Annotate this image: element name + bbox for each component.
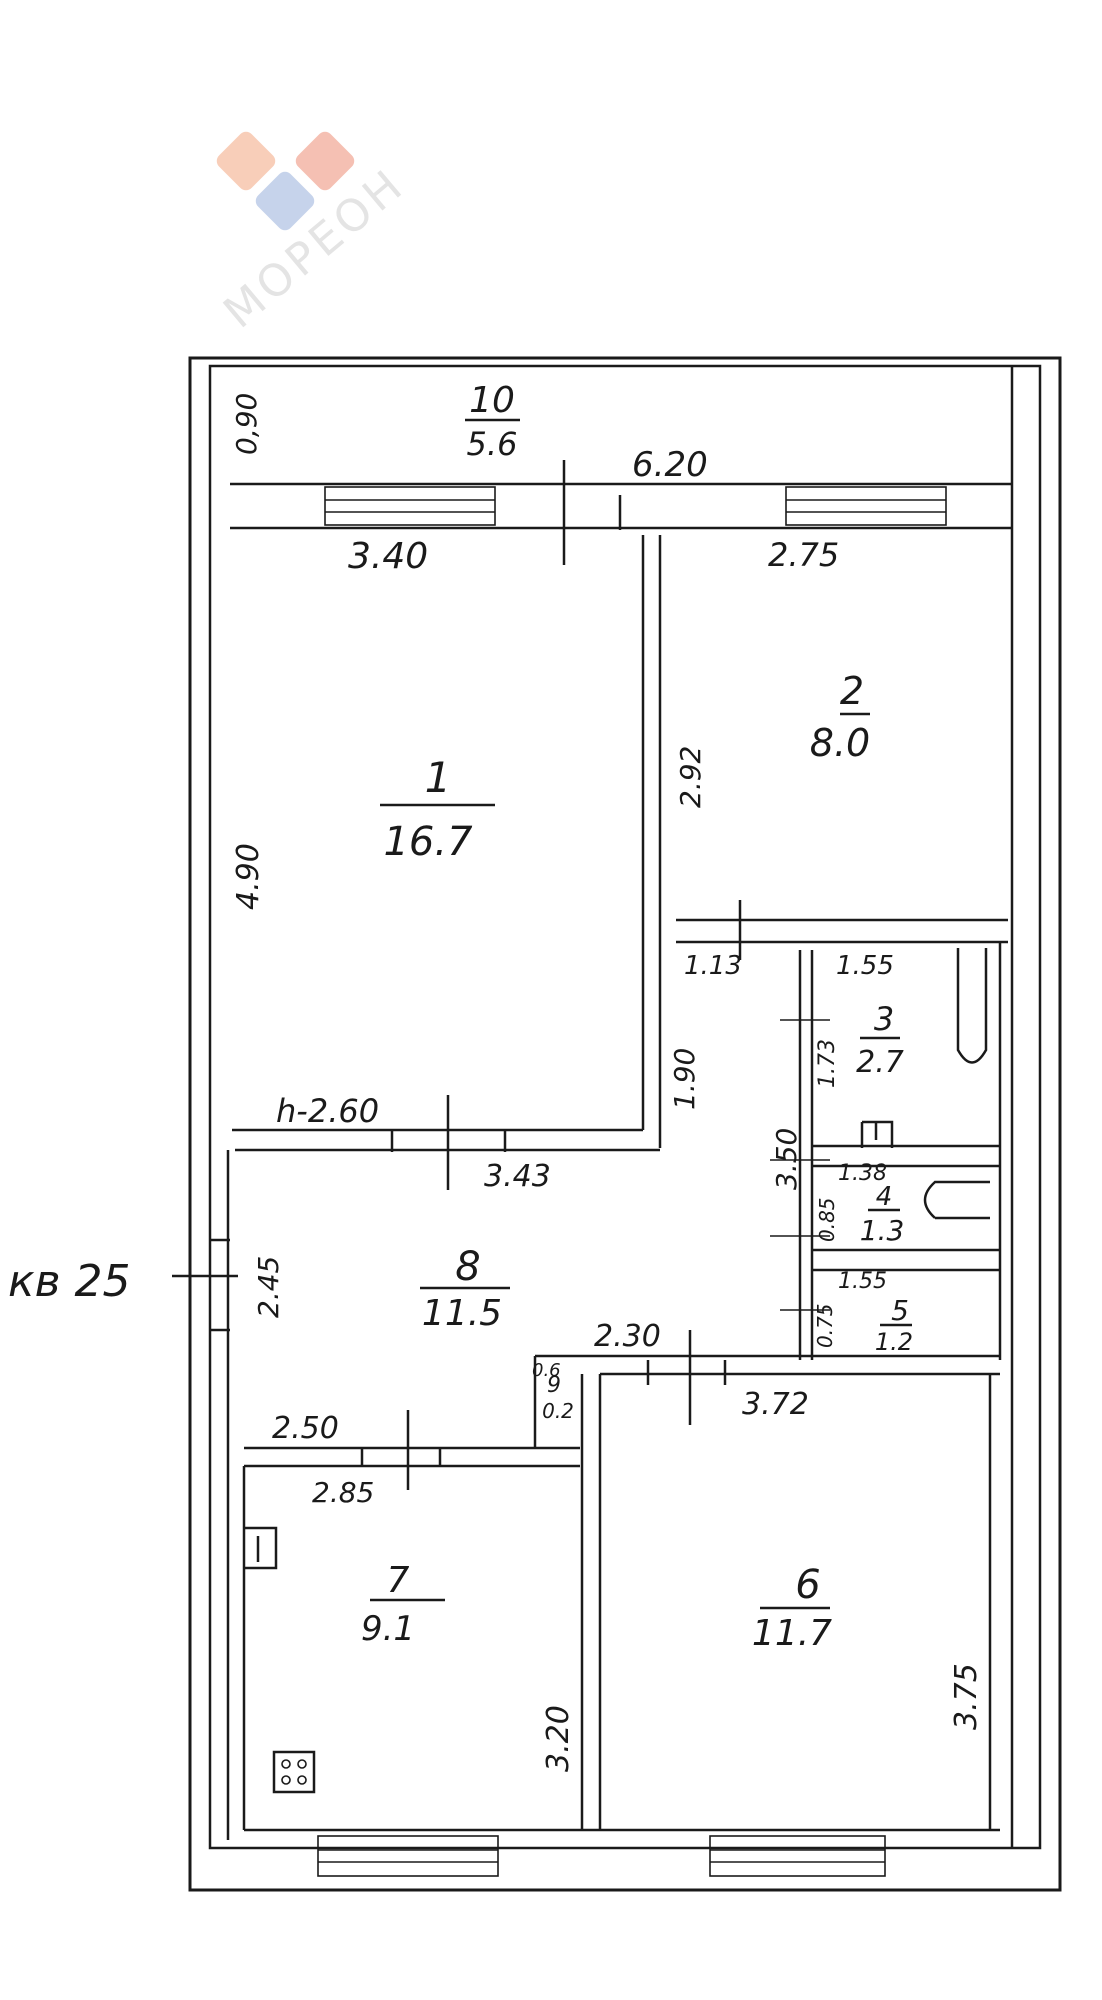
dim-room7-width: 2.85 bbox=[312, 1476, 374, 1509]
room1-walls bbox=[232, 535, 662, 1190]
bathroom-walls bbox=[770, 942, 1002, 1360]
dim-hall-upper-right: 1.55 bbox=[836, 951, 894, 981]
dim-room7-top: 2.50 bbox=[272, 1411, 339, 1446]
room-number: 7 bbox=[387, 1560, 410, 1601]
room-10-label: 10 5.6 bbox=[467, 380, 518, 463]
room-7-label: 7 9.1 bbox=[361, 1560, 415, 1649]
room-area: 8.0 bbox=[810, 721, 870, 765]
watermark-tile-orange bbox=[216, 131, 276, 191]
dim-room5-height: 0.75 bbox=[813, 1303, 837, 1348]
room-number: 6 bbox=[795, 1562, 820, 1608]
room-number: 3 bbox=[874, 1000, 894, 1038]
dim-room9-top: 0.6 bbox=[532, 1360, 561, 1381]
dimension-labels: 0,90 6.20 3.40 2.75 4.90 2.92 1.13 1.55 … bbox=[230, 393, 984, 1772]
room-area: 11.7 bbox=[752, 1613, 832, 1654]
room-number: 10 bbox=[469, 380, 515, 421]
room-number: 4 bbox=[876, 1182, 893, 1212]
room-3-label: 3 2.7 bbox=[856, 1000, 904, 1080]
window-room2 bbox=[785, 486, 947, 526]
bathtub bbox=[956, 948, 988, 1064]
room-8-label: 8 11.5 bbox=[422, 1244, 502, 1334]
room-6-label: 6 11.7 bbox=[752, 1562, 832, 1654]
room-1-label: 1 16.7 bbox=[383, 753, 473, 865]
dim-room4-width: 1.38 bbox=[838, 1161, 887, 1186]
dim-bath-width: 1.73 bbox=[815, 1039, 840, 1088]
dim-room7-height: 3.20 bbox=[541, 1705, 576, 1772]
room-area: 1.2 bbox=[875, 1328, 913, 1356]
dim-room1-height: 4.90 bbox=[231, 843, 266, 910]
room-area: 9.1 bbox=[361, 1609, 415, 1649]
room-number: 8 bbox=[455, 1244, 480, 1290]
vent-symbol bbox=[244, 1526, 278, 1570]
window-room1 bbox=[324, 486, 496, 526]
dim-room2-height: 2.92 bbox=[674, 746, 707, 808]
dim-balcony-depth: 0,90 bbox=[230, 393, 263, 455]
dim-hall-upper-left: 1.13 bbox=[684, 951, 742, 981]
watermark-logo: МОРЕОН bbox=[214, 131, 415, 338]
room-9-label: 9 0.2 bbox=[542, 1373, 574, 1423]
room-number: 2 bbox=[840, 669, 864, 713]
dim-room5-width: 1.55 bbox=[838, 1269, 887, 1294]
dim-wc-height: 3.50 bbox=[770, 1128, 803, 1190]
room-area: 2.7 bbox=[856, 1045, 904, 1080]
room-number: 5 bbox=[891, 1294, 909, 1327]
room-number: 1 bbox=[425, 753, 452, 802]
dim-room6-width: 3.72 bbox=[742, 1387, 809, 1422]
entrance-door bbox=[172, 1238, 238, 1332]
apartment-label: кв 25 bbox=[8, 1256, 130, 1307]
watermark-tile-red bbox=[295, 131, 355, 191]
room-2-label: 2 8.0 bbox=[810, 669, 870, 765]
outer-walls bbox=[188, 356, 1062, 1892]
dim-room1-bottom: 3.43 bbox=[484, 1159, 551, 1194]
room-area: 5.6 bbox=[467, 425, 518, 463]
room-area: 1.3 bbox=[860, 1214, 905, 1247]
window-room6 bbox=[709, 1835, 886, 1877]
room-5-label: 5 1.2 bbox=[875, 1294, 913, 1356]
lower-walls bbox=[226, 1150, 1000, 1840]
dim-entrance-width: 2.45 bbox=[252, 1256, 285, 1318]
room-fraction-bars bbox=[370, 418, 912, 1610]
room-4-label: 4 1.3 bbox=[860, 1182, 905, 1247]
dim-room1-width: 3.40 bbox=[348, 536, 428, 577]
dim-corridor-height: 1.90 bbox=[668, 1048, 701, 1110]
bottom-windows bbox=[317, 1835, 886, 1877]
room2-walls bbox=[676, 900, 1008, 960]
room-area: 11.5 bbox=[422, 1293, 502, 1334]
sink-symbol bbox=[923, 1180, 990, 1220]
dim-room6-height: 3.75 bbox=[949, 1663, 984, 1730]
dim-balcony-length: 6.20 bbox=[632, 445, 708, 485]
room-area: 16.7 bbox=[383, 819, 473, 865]
dim-hall-lower: 2.30 bbox=[594, 1319, 661, 1354]
window-room7 bbox=[317, 1835, 499, 1877]
stove-symbol bbox=[272, 1750, 316, 1794]
toilet-symbol bbox=[860, 1120, 894, 1148]
dim-room1-bottom-left: h-2.60 bbox=[276, 1092, 379, 1130]
dim-room2-width: 2.75 bbox=[768, 536, 839, 574]
balcony-wall bbox=[230, 460, 1012, 565]
room-number: 9 bbox=[547, 1373, 561, 1398]
room-area: 0.2 bbox=[542, 1399, 574, 1423]
watermark-tile-blue bbox=[255, 171, 315, 231]
room7-fixtures bbox=[244, 1526, 316, 1794]
dim-room4-height: 0.85 bbox=[815, 1197, 839, 1242]
